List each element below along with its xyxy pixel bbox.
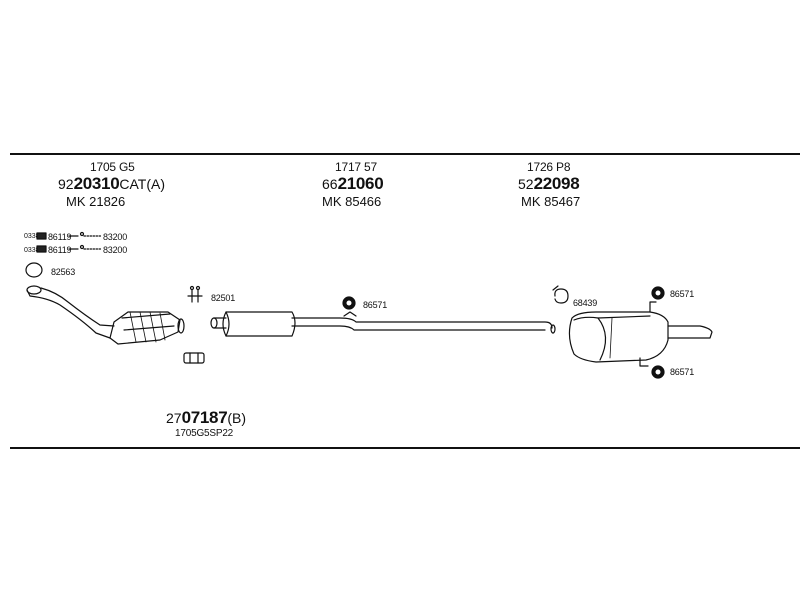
clamp-icon: [187, 285, 203, 303]
top-rule: [10, 153, 800, 155]
column-3-code: 1726 P8: [527, 160, 571, 174]
column-2-code: 1717 57: [335, 160, 377, 174]
middle-silencer-icon: [210, 311, 556, 337]
column-1-number: 20310: [73, 174, 120, 193]
column-1-code: 1705 G5: [90, 160, 135, 174]
fitting-gasket[interactable]: 82563: [51, 267, 76, 277]
fitting-row1-right[interactable]: 83200: [103, 232, 128, 242]
column-1-mk: MK 21826: [66, 194, 126, 209]
fitting-tag-2: 0338: [24, 247, 40, 254]
fitting-row2-left[interactable]: 86119: [48, 245, 72, 255]
fitting-row1-left[interactable]: 86119: [48, 232, 72, 242]
column-2-number: 21060: [337, 174, 384, 193]
fitting-ring-rear[interactable]: 68439: [573, 298, 598, 308]
column-1-part-number[interactable]: 9220310CAT(A): [58, 174, 165, 194]
fitting-clamp-front[interactable]: 82501: [211, 293, 236, 303]
hanger-icon-mid: [342, 296, 356, 310]
column-3-prefix: 52: [518, 176, 534, 192]
bottom-rule: [10, 447, 800, 449]
column-2-part-number[interactable]: 6621060: [322, 174, 384, 194]
ring-clamp-icon: [552, 285, 569, 304]
fitting-hanger-rear-bottom[interactable]: 86571: [670, 367, 695, 377]
kit-number: 07187: [181, 408, 228, 427]
fitting-tag-1: 0338: [24, 233, 40, 240]
bolt-icon-row2: [36, 244, 102, 253]
fitting-hanger-mid[interactable]: 86571: [363, 300, 388, 310]
kit-prefix: 27: [166, 410, 182, 426]
fitting-row2-right[interactable]: 83200: [103, 245, 128, 255]
gasket-ring-icon: [25, 262, 43, 278]
column-1-suffix: CAT(A): [119, 176, 165, 192]
hanger-icon-rear-bottom: [651, 365, 665, 379]
sleeve-icon: [183, 352, 205, 364]
column-2-prefix: 66: [322, 176, 338, 192]
column-3-mk: MK 85467: [521, 194, 581, 209]
column-3-number: 22098: [533, 174, 580, 193]
bolt-icon-row1: [36, 231, 102, 240]
catalytic-converter-icon: [26, 285, 185, 345]
column-2-mk: MK 85466: [322, 194, 382, 209]
column-1-prefix: 92: [58, 176, 74, 192]
fitting-hanger-rear-top[interactable]: 86571: [670, 289, 695, 299]
kit-code: 1705G5SP22: [175, 428, 234, 439]
rear-silencer-icon: [568, 301, 713, 367]
column-3-part-number[interactable]: 5222098: [518, 174, 580, 194]
hanger-icon-rear-top: [651, 286, 665, 300]
kit-suffix: (B): [227, 410, 247, 426]
kit-part-number[interactable]: 2707187(B): [166, 408, 246, 428]
